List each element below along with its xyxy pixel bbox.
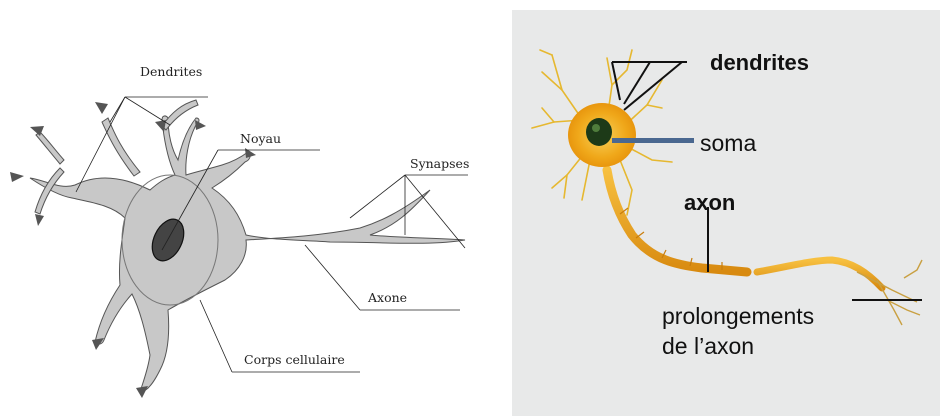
soma-pointer bbox=[612, 138, 694, 143]
label-soma: soma bbox=[700, 130, 756, 156]
label-prolongements: prolongements bbox=[662, 303, 814, 329]
label-dendrites: dendrites bbox=[710, 50, 809, 75]
neuron-illustration: dendrites soma axon prolongements de l’a… bbox=[512, 10, 940, 416]
label-dendrites: Dendrites bbox=[140, 64, 202, 79]
label-synapses: Synapses bbox=[410, 156, 469, 171]
soma-nucleus bbox=[586, 118, 612, 146]
label-axone: Axone bbox=[367, 290, 407, 305]
label-axon: axon bbox=[684, 190, 735, 215]
label-de-l-axon: de l’axon bbox=[662, 333, 754, 359]
label-noyau: Noyau bbox=[240, 131, 281, 146]
axon-trunk bbox=[607, 170, 747, 272]
leader-lines bbox=[612, 62, 687, 110]
label-corps-cellulaire: Corps cellulaire bbox=[244, 352, 345, 367]
neuron-schematic-diagram: Dendrites Noyau Synapses Axone Corps cel… bbox=[0, 0, 505, 416]
